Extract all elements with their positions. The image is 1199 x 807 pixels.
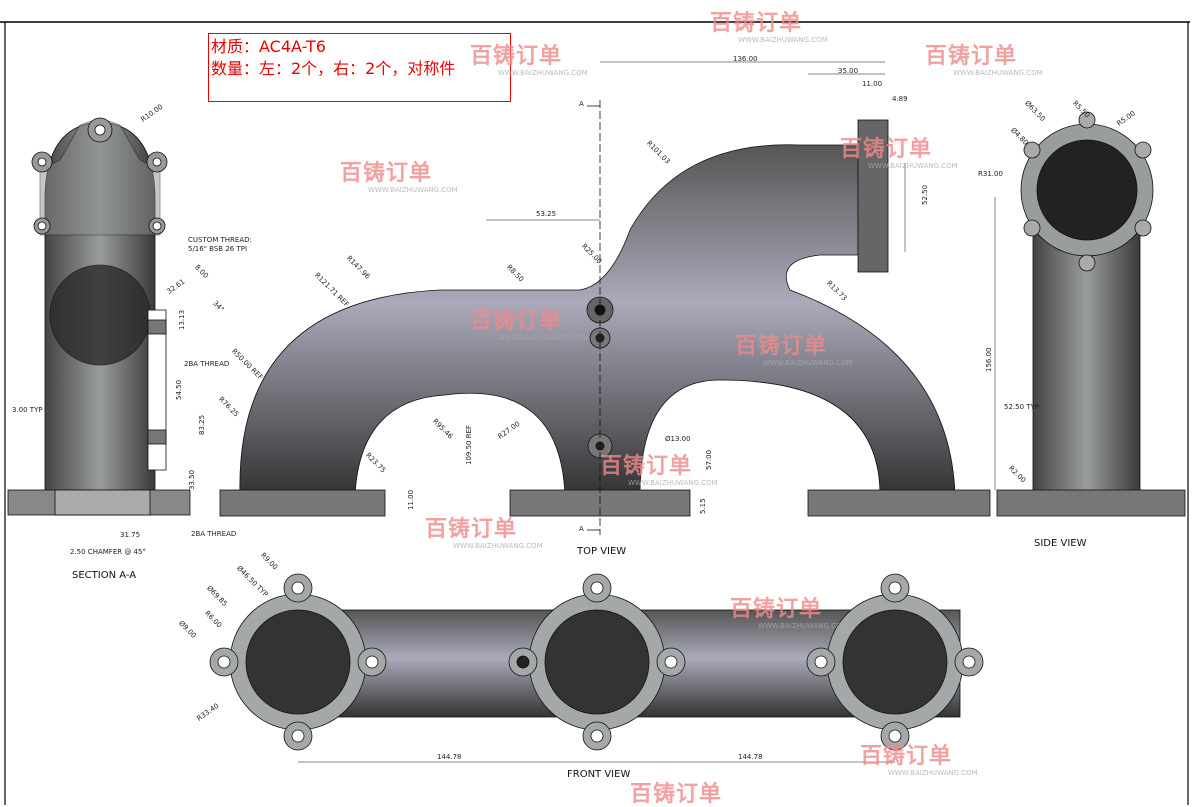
front-flange-middle [508, 573, 686, 751]
dim-label: 11.00 [407, 489, 415, 510]
drawing-frame [0, 21, 1190, 805]
dim-label: 57.00 [705, 449, 713, 470]
side-view [994, 111, 1186, 517]
dim-label: 4.89 [892, 95, 908, 103]
dim-label: 3.00 TYP [12, 406, 43, 414]
dim-label: 136.00 [733, 55, 758, 63]
dim-label: 31.75 [120, 531, 141, 539]
quantity-text: 数量：左：2个，右：2个，对称件 [211, 59, 456, 78]
dim-label: 144.78 [738, 753, 763, 761]
front-flange-right [806, 573, 984, 751]
front-view [209, 573, 984, 763]
dim-label: 54.50 [175, 379, 183, 400]
dim-label: 2BA THREAD [191, 530, 237, 538]
section-mark-bottom: A [579, 525, 584, 533]
material-text: 材质：AC4A-T6 [211, 37, 326, 56]
dim-label: Ø13.00 [665, 435, 691, 443]
dim-label: 83.25 [198, 414, 206, 435]
dim-label: 5.15 [699, 498, 707, 514]
front-flange-left [209, 573, 387, 751]
dim-label: 33.50 [188, 469, 196, 490]
top-view [219, 61, 991, 535]
section-mark-top: A [579, 100, 584, 108]
section-a-a-title: SECTION A-A [72, 570, 137, 581]
dim-label: 35.00 [838, 67, 859, 75]
dim-label: R31.00 [978, 170, 1003, 178]
dim-label: 53.25 [536, 210, 557, 218]
dim-label: 52.50 TYP [1004, 403, 1040, 411]
section-a-a-view [7, 117, 191, 516]
dim-label: 13.13 [178, 309, 186, 330]
dim-label: 109.50 REF [465, 424, 473, 465]
dim-label: 11.00 [862, 80, 883, 88]
top-view-title: TOP VIEW [577, 546, 627, 557]
dim-label: CUSTOM THREAD: [188, 236, 252, 244]
dim-label: 5/16" BSB 26 TPI [188, 245, 248, 253]
dim-label: 144.78 [437, 753, 462, 761]
material-note: 材质：AC4A-T6 数量：左：2个，右：2个，对称件 [208, 33, 511, 102]
dim-label: 156.00 [985, 347, 993, 373]
dim-label: 2BA THREAD [184, 360, 230, 368]
side-view-title: SIDE VIEW [1034, 538, 1087, 549]
dim-label: 52.50 [921, 184, 929, 205]
front-view-title: FRONT VIEW [567, 769, 631, 780]
watermark: 百铸订单 [630, 782, 723, 807]
dim-label: 2.50 CHAMFER @ 45° [70, 548, 146, 556]
